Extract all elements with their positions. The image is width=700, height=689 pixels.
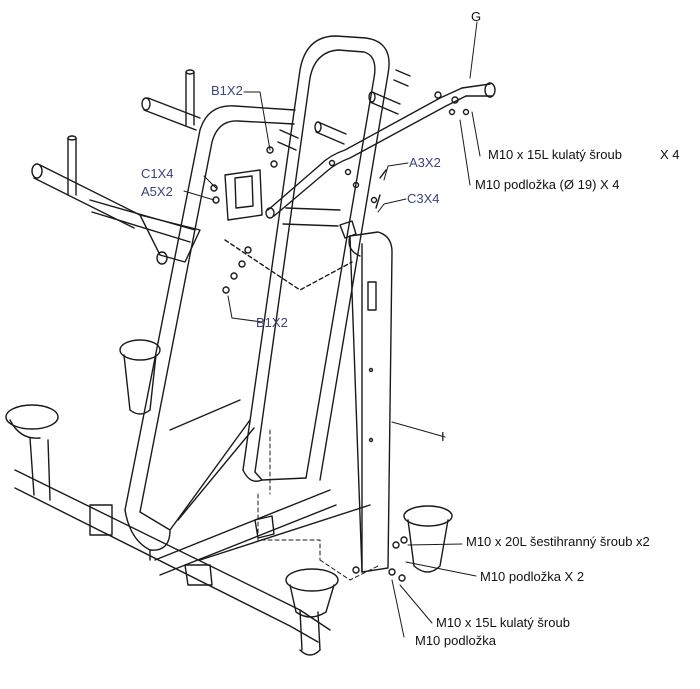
- callout-washer-top: M10 podložka (Ø 19) X 4: [475, 177, 620, 192]
- part-label-c3x4: C3X4: [407, 191, 440, 206]
- leader-lines: [183, 21, 481, 638]
- part-label-g: G: [471, 9, 482, 24]
- part-label-b1x2-top: B1X2: [211, 83, 243, 98]
- callout-washer-bottom: M10 podložka: [415, 633, 496, 648]
- part-label-b1x2-bottom: B1X2: [256, 315, 288, 330]
- pullup-bar-g: [265, 69, 496, 219]
- callout-round-screw-bottom: M10 x 15L kulatý šroub: [436, 615, 570, 630]
- callout-hex-screw: M10 x 20L šestihranný šroub x2: [466, 534, 650, 549]
- rear-frame: [242, 35, 390, 482]
- callout-washer-bottom-qty: M10 podložka X 2: [480, 569, 585, 584]
- base-frame: [14, 437, 371, 656]
- part-label-i: I: [441, 429, 445, 444]
- foot-pads: [5, 339, 453, 618]
- front-frame: [124, 105, 296, 561]
- mount-bracket: [224, 169, 353, 291]
- part-label-c1x4: C1X4: [141, 166, 174, 181]
- callout-round-screw-top-qty: X 4: [660, 147, 680, 162]
- part-label-a5x2: A5X2: [141, 184, 173, 199]
- upright-post-i: [339, 220, 393, 573]
- part-label-a3x2: A3X2: [409, 155, 441, 170]
- callout-round-screw-top: M10 x 15L kulatý šroub: [488, 147, 622, 162]
- fasteners: [210, 91, 470, 582]
- dashed-guides: [257, 429, 379, 581]
- dip-bars: [31, 69, 299, 265]
